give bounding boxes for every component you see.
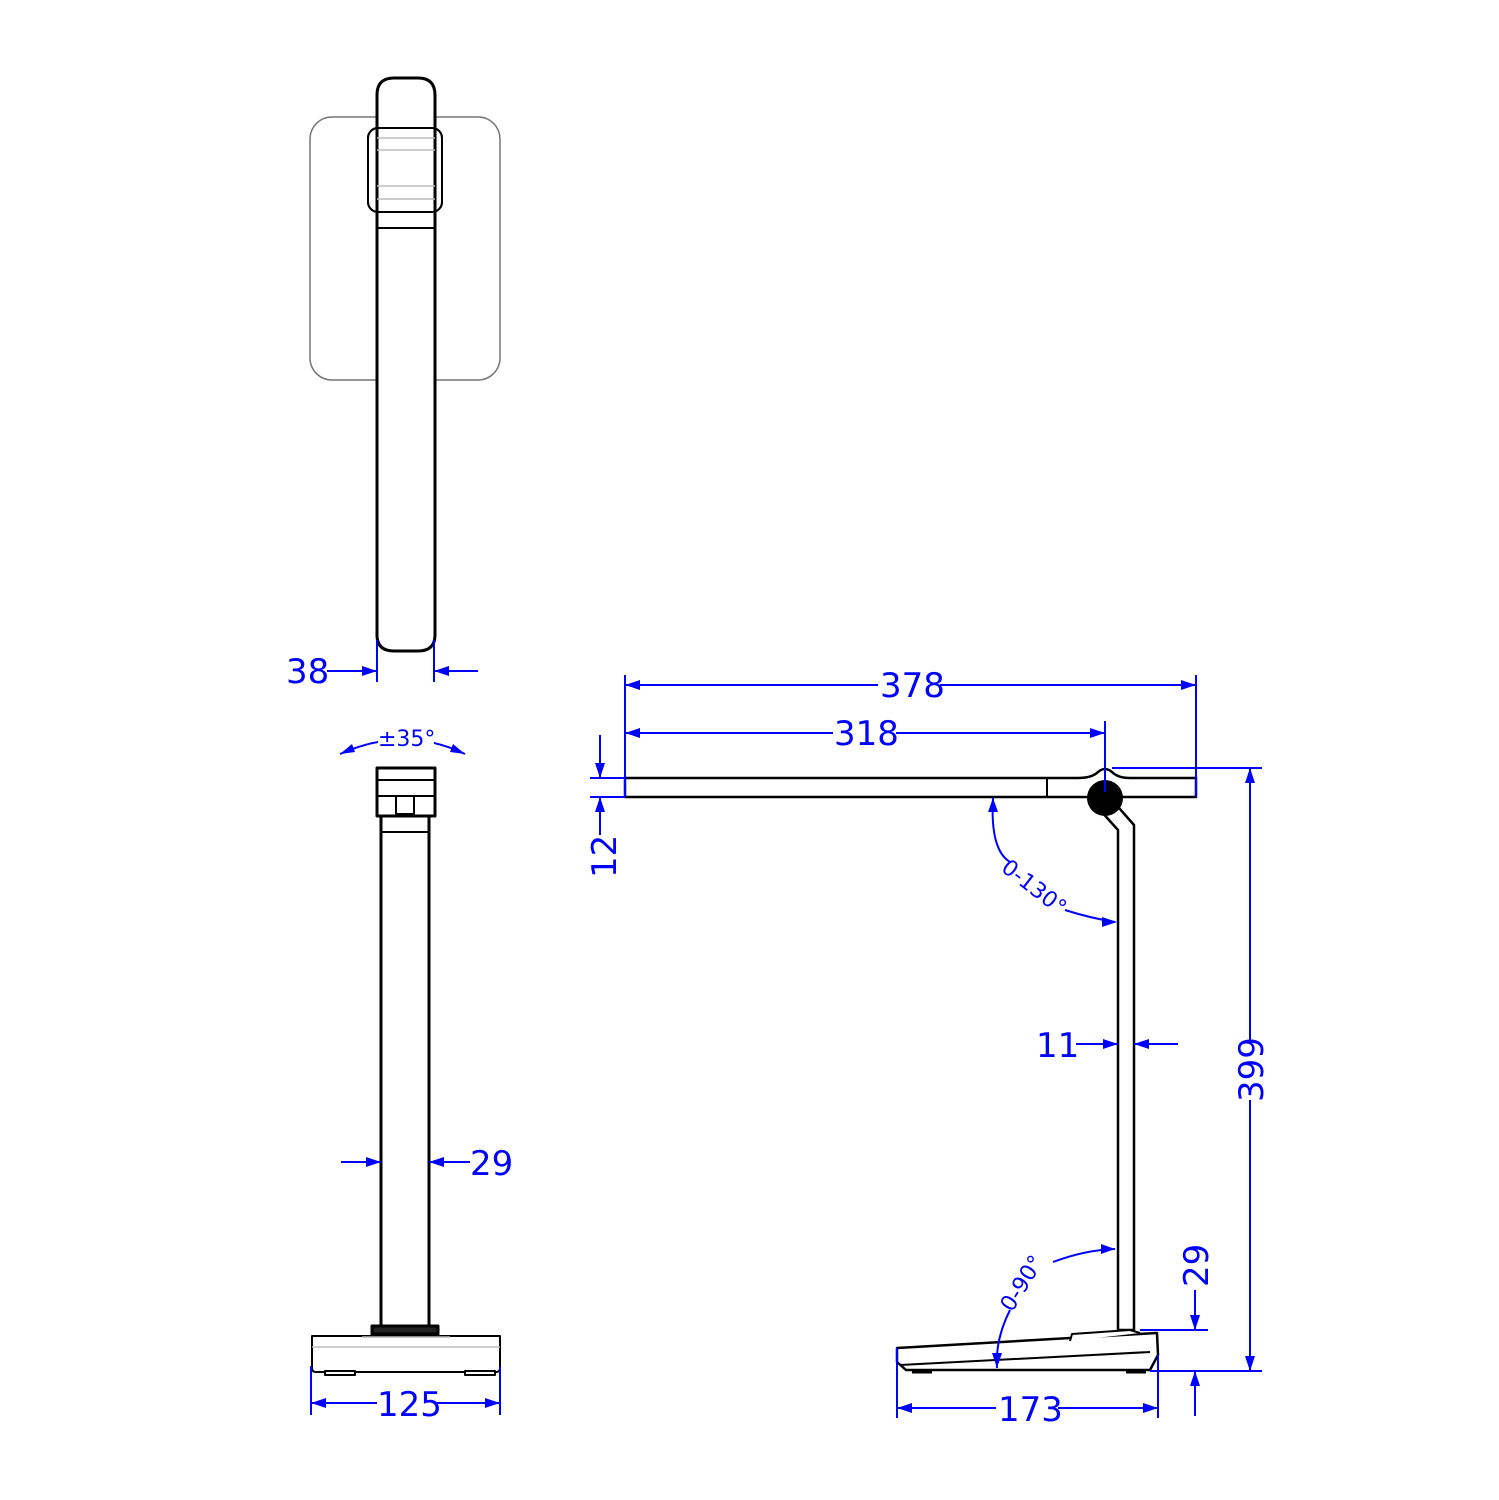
dim-pole-thickness-side: 11	[1036, 1026, 1178, 1066]
label-12: 12	[585, 835, 625, 878]
label-318: 318	[834, 714, 899, 754]
dim-base-height: 29	[1140, 1244, 1217, 1416]
dim-total-height: 399	[1112, 767, 1272, 1372]
dim-arm-tilt: 0-130°	[988, 797, 1117, 927]
label-0-130: 0-130°	[996, 855, 1070, 921]
label-173: 173	[998, 1390, 1063, 1430]
label-rotation: ±35°	[378, 727, 435, 752]
label-125: 125	[377, 1385, 442, 1425]
dim-pole-width: 29	[341, 1144, 513, 1184]
dim-head-arm-width: 38	[286, 640, 478, 692]
label-378: 378	[880, 666, 945, 706]
dim-arm-thickness: 12	[585, 735, 625, 878]
hinge-bracket-overlay	[367, 127, 443, 213]
label-38: 38	[286, 652, 329, 692]
hinge-knob	[1087, 780, 1123, 816]
arm-front	[375, 76, 437, 653]
base-side	[895, 1331, 1160, 1372]
stand-front-view: ±35°	[311, 727, 501, 1376]
label-399: 399	[1232, 1037, 1272, 1102]
dim-arm-hinge-length: 318	[625, 714, 1106, 792]
dim-base-depth: 173	[896, 1348, 1159, 1430]
dim-base-width-front: 125	[310, 1366, 501, 1425]
label-0-90: 0-90°	[996, 1251, 1049, 1316]
pole-front	[379, 814, 431, 1333]
dim-arm-total-length: 378	[624, 666, 1197, 797]
side-view	[623, 767, 1198, 1374]
base-front	[311, 1335, 501, 1373]
label-11: 11	[1036, 1026, 1079, 1066]
head-front-view	[309, 76, 501, 653]
arm-side	[623, 767, 1198, 799]
label-29-base: 29	[1177, 1244, 1217, 1287]
label-29-pole: 29	[470, 1144, 513, 1184]
